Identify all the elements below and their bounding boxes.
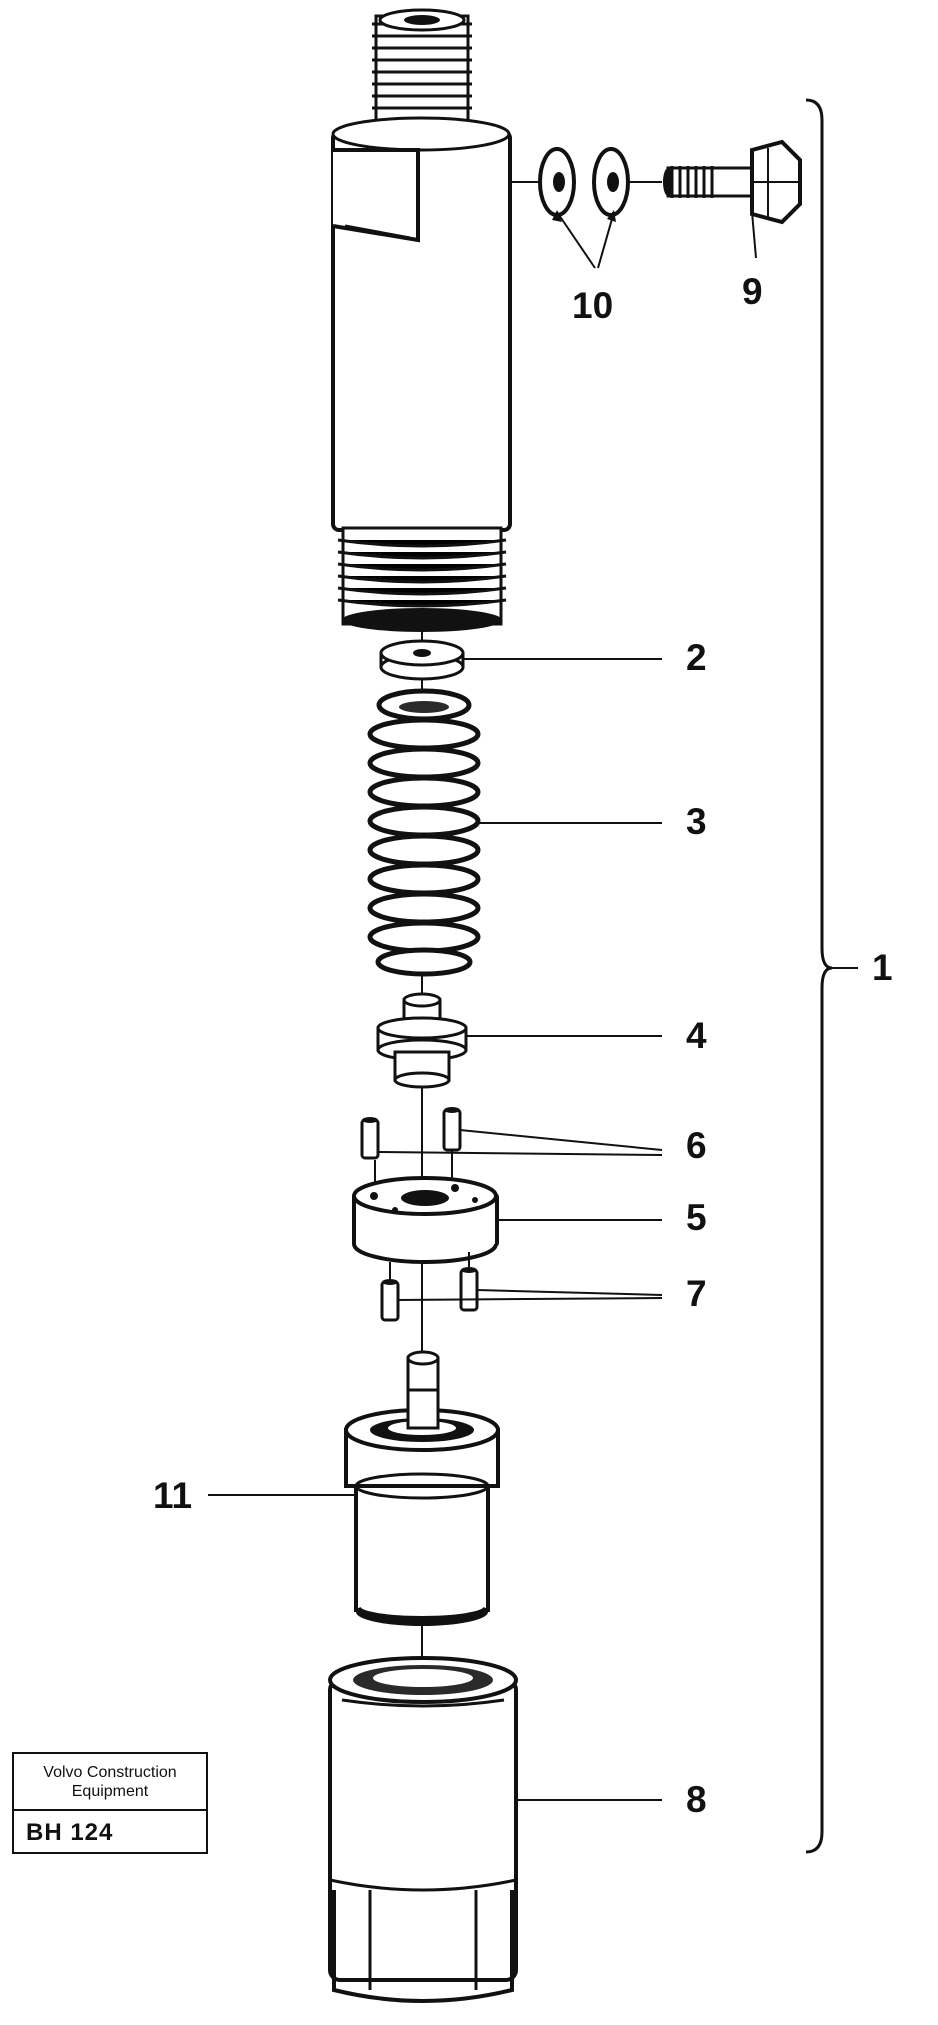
callout-5: 5 [686, 1197, 707, 1238]
banjo-bolt [663, 139, 802, 225]
publisher-label-box: Volvo Construction Equipment BH 124 [12, 1752, 208, 1854]
callout-8: 8 [686, 1779, 707, 1820]
nozzle-part [344, 1350, 500, 1626]
callout-1: 1 [872, 947, 893, 988]
publisher-line-1: Volvo Construction [43, 1763, 177, 1781]
callout-2: 2 [686, 637, 707, 678]
publisher-line-2: Equipment [71, 1782, 149, 1800]
intermediate-disc [352, 1176, 499, 1264]
nozzle-nut [328, 1656, 518, 2003]
injector-holder-body [331, 8, 512, 632]
callout-4: 4 [686, 1015, 707, 1056]
callout-9: 9 [742, 271, 763, 312]
seal-washers [510, 147, 662, 217]
publisher-name: Volvo Construction Equipment [14, 1754, 206, 1811]
callout-7: 7 [686, 1273, 707, 1314]
leader-lines [208, 211, 858, 1801]
assembly-bracket [805, 98, 833, 1854]
washer-part [379, 639, 465, 681]
spring-part [367, 688, 481, 977]
illustration-code: BH 124 [26, 1818, 114, 1846]
callout-6: 6 [686, 1125, 707, 1166]
arrowheads [552, 210, 616, 222]
callout-11: 11 [153, 1475, 192, 1516]
spindle-part [376, 992, 468, 1089]
callout-3: 3 [686, 801, 707, 842]
upper-pins [360, 1107, 462, 1188]
callout-10: 10 [572, 285, 613, 326]
